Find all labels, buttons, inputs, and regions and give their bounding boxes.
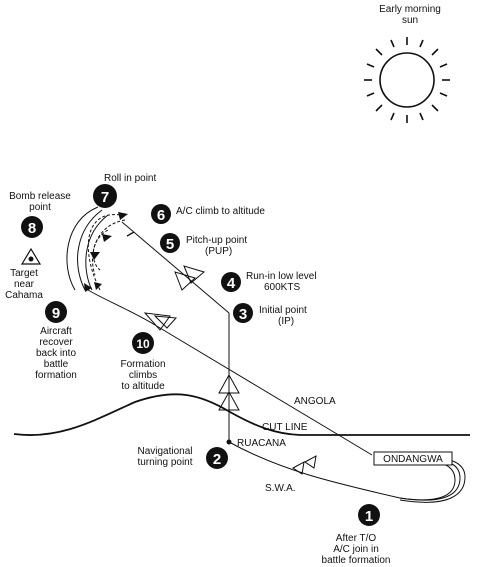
waypoint-9-line3: back into xyxy=(36,348,76,359)
waypoint-9-badge xyxy=(45,301,67,323)
takeoff-loop xyxy=(228,441,456,501)
waypoint-5-line1: Pitch-up point xyxy=(186,235,247,246)
sun-label-line2: sun xyxy=(402,15,418,26)
route-ondangwa-to-10 xyxy=(154,324,373,456)
waypoint-7-badge xyxy=(93,184,117,208)
waypoint-2-line1: Navigational xyxy=(137,446,192,457)
waypoint-10-line3: to altitude xyxy=(121,381,165,392)
waypoint-1-number: 1 xyxy=(365,508,373,525)
recovery-arc-1 xyxy=(66,206,99,291)
waypoint-10-number: 10 xyxy=(136,337,150,351)
waypoint-5-number: 5 xyxy=(166,236,174,253)
aircraft-formations xyxy=(143,265,317,475)
target-label-line2: near xyxy=(14,279,35,290)
waypoint-2-badge xyxy=(206,447,228,469)
waypoint-7-number: 7 xyxy=(101,189,109,206)
waypoint-4-number: 4 xyxy=(227,275,236,292)
border-hill-line xyxy=(13,393,470,436)
waypoint-1-line2: A/C join in xyxy=(333,544,379,555)
waypoint-1-badge xyxy=(358,504,380,526)
angola-label: ANGOLA xyxy=(294,396,336,407)
ruacana-label: RUACANA xyxy=(237,438,286,449)
target-label-line1: Target xyxy=(10,268,38,279)
ondangwa-box xyxy=(373,451,453,466)
route-3-to-6 xyxy=(121,221,230,314)
waypoint-4-line1: Run-in low level xyxy=(246,271,317,282)
waypoint-10-badge xyxy=(132,332,154,354)
cut-line-label: CUT LINE xyxy=(262,422,308,433)
waypoint-3-badge xyxy=(233,303,253,323)
target-label-line3: Cahama xyxy=(5,290,43,301)
waypoint-8-number: 8 xyxy=(28,220,36,237)
sun-label-line1: Early morning xyxy=(379,4,441,15)
waypoint-8-badge xyxy=(21,216,43,238)
ruacana-marker xyxy=(226,439,232,445)
waypoint-1-line1: After T/O xyxy=(336,533,377,544)
swa-label: S.W.A. xyxy=(265,483,296,494)
attack-arc-2 xyxy=(92,219,126,276)
waypoint-2-line2: turning point xyxy=(137,457,192,468)
waypoint-9-line1: Aircraft xyxy=(40,326,72,337)
waypoint-4-line2: 600KTS xyxy=(264,282,300,293)
attack-arc-3 xyxy=(92,229,109,271)
waypoint-4-badge xyxy=(221,272,241,292)
attack-arc-1 xyxy=(87,214,121,291)
waypoint-1-line3: battle formation xyxy=(322,555,391,566)
ondangwa-label: ONDANGWA xyxy=(383,454,443,465)
waypoint-3-line2: (IP) xyxy=(278,316,294,327)
waypoint-10-line2: climbs xyxy=(129,370,157,381)
sun-icon xyxy=(364,37,450,123)
waypoint-9-line5: formation xyxy=(35,370,77,381)
waypoint-9-line4: battle xyxy=(44,359,69,370)
waypoint-6-badge xyxy=(151,204,171,224)
waypoint-9-line2: recover xyxy=(39,337,73,348)
waypoint-5-line2: (PUP) xyxy=(205,246,232,257)
waypoint-8-line1: Bomb release xyxy=(9,191,71,202)
waypoint-3-line1: Initial point xyxy=(259,305,307,316)
waypoint-6-line1: A/C climb to altitude xyxy=(176,206,265,217)
waypoint-3-number: 3 xyxy=(239,306,247,323)
waypoint-8-line2: point xyxy=(29,202,51,213)
waypoint-7-line1: Roll in point xyxy=(104,173,156,184)
route-recovery xyxy=(87,289,156,326)
waypoint-5-badge xyxy=(160,233,180,253)
waypoint-9-number: 9 xyxy=(52,305,60,322)
waypoint-2-number: 2 xyxy=(213,451,221,468)
waypoint-10-line1: Formation xyxy=(120,359,165,370)
waypoint-6-number: 6 xyxy=(157,207,165,224)
